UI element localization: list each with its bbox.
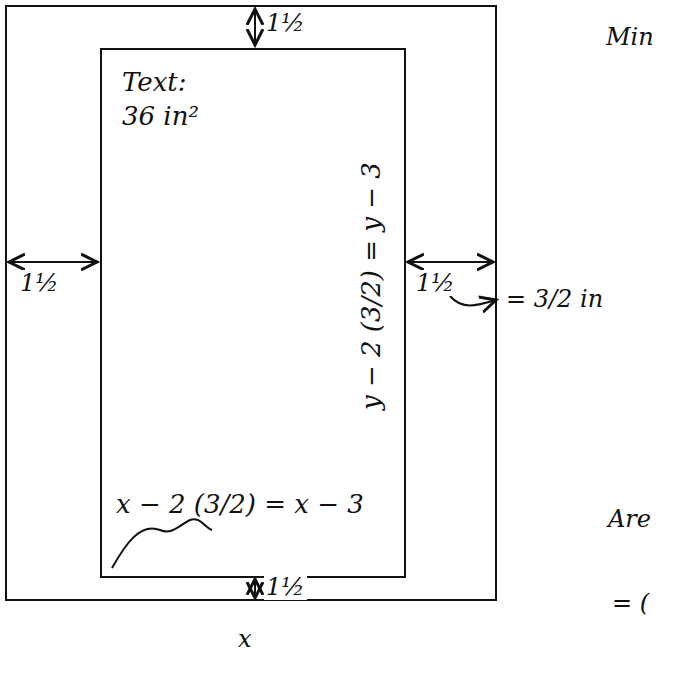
poster-outline (6, 6, 496, 600)
note-text: Min (604, 24, 656, 50)
note-text: x (236, 626, 254, 652)
note-text: Are (606, 506, 653, 532)
pointer-arrow (450, 296, 496, 306)
node-text: 36 in² (122, 102, 199, 131)
squiggle (112, 519, 212, 568)
margin-arrow (254, 579, 256, 598)
note-text: = ( (610, 590, 651, 616)
node-text: y − 2 (3/2) = y − 3 (357, 162, 386, 410)
node-text: Text: (122, 68, 187, 97)
text-area-box: Text: 36 in² y − 2 (3/2) = y − 3 x − 2 (3/2… (100, 48, 406, 578)
margin-dimension: 1½ (18, 270, 61, 296)
margin-arrow (408, 261, 493, 263)
node-text: x − 2 (3/2) = x − 3 (116, 490, 364, 519)
margin-arrow (254, 9, 256, 45)
margin-dimension: 1½ (264, 574, 307, 600)
margin-dimension: 1½ (264, 10, 307, 36)
note-text: = 3/2 in (504, 286, 605, 312)
margin-dimension: 1½ (414, 270, 457, 296)
margin-arrow (9, 261, 97, 263)
